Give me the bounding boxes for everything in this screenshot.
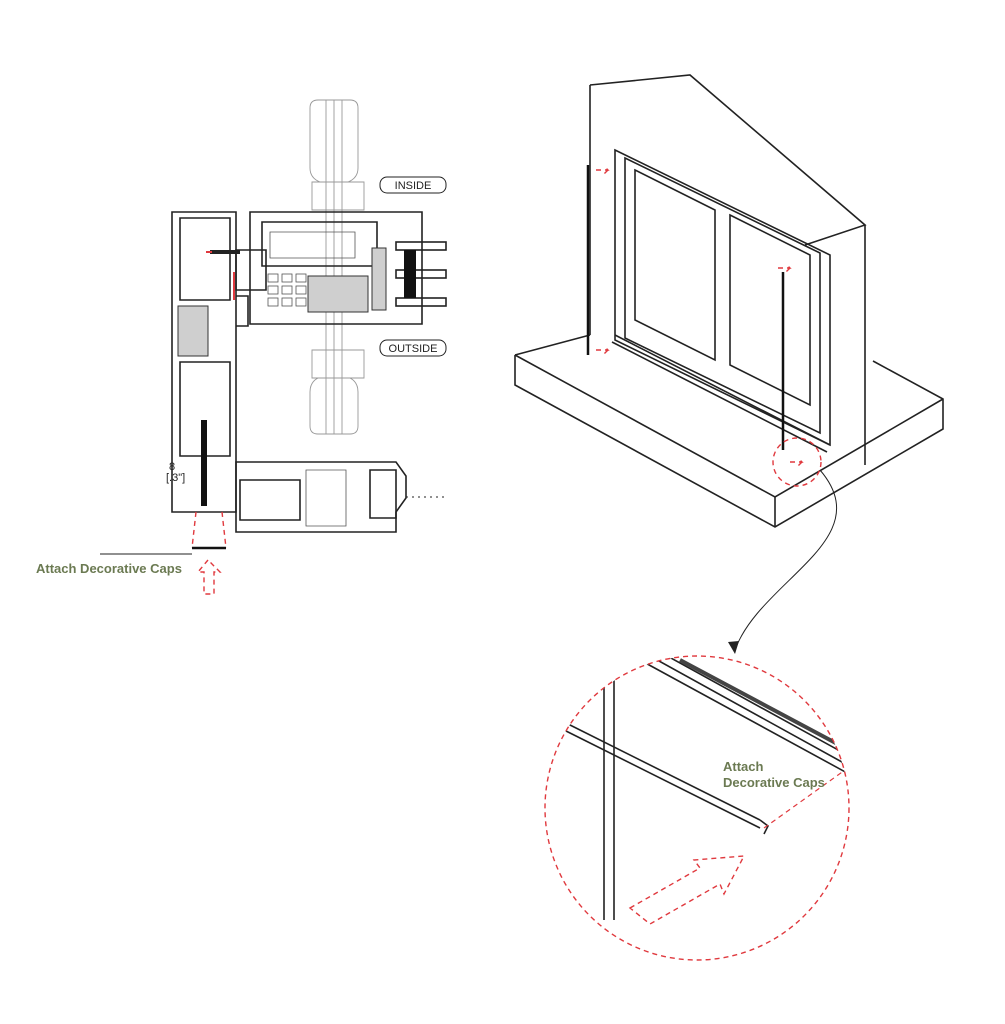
- dimension-mm: 8: [169, 461, 175, 473]
- isometric-wall-view: [514, 74, 944, 654]
- detail-callout-line1: Attach: [723, 759, 764, 774]
- detail-marker-circle: [772, 437, 822, 487]
- outside-tag: OUTSIDE: [379, 339, 447, 357]
- glazing-unit: [395, 241, 447, 307]
- arrowhead-icon: [728, 641, 739, 654]
- section-callout-label: Attach Decorative Caps: [36, 561, 182, 576]
- insert-direction-arrow-icon: [628, 855, 746, 925]
- insulation-grid: [267, 273, 307, 307]
- detail-callout-line2: Decorative Caps: [723, 775, 825, 790]
- svg-text:OUTSIDE: OUTSIDE: [389, 343, 438, 355]
- detail-view: Attach Decorative Caps: [544, 655, 850, 961]
- frame-cross-section: 8 [.3"]: [100, 99, 448, 595]
- screw-icon: [201, 250, 240, 506]
- ghost-sash: [309, 99, 365, 435]
- inside-tag: INSIDE: [379, 176, 447, 194]
- svg-text:INSIDE: INSIDE: [395, 180, 432, 192]
- dimension-in: [.3"]: [166, 472, 185, 484]
- insert-arrow-icon: [196, 558, 222, 595]
